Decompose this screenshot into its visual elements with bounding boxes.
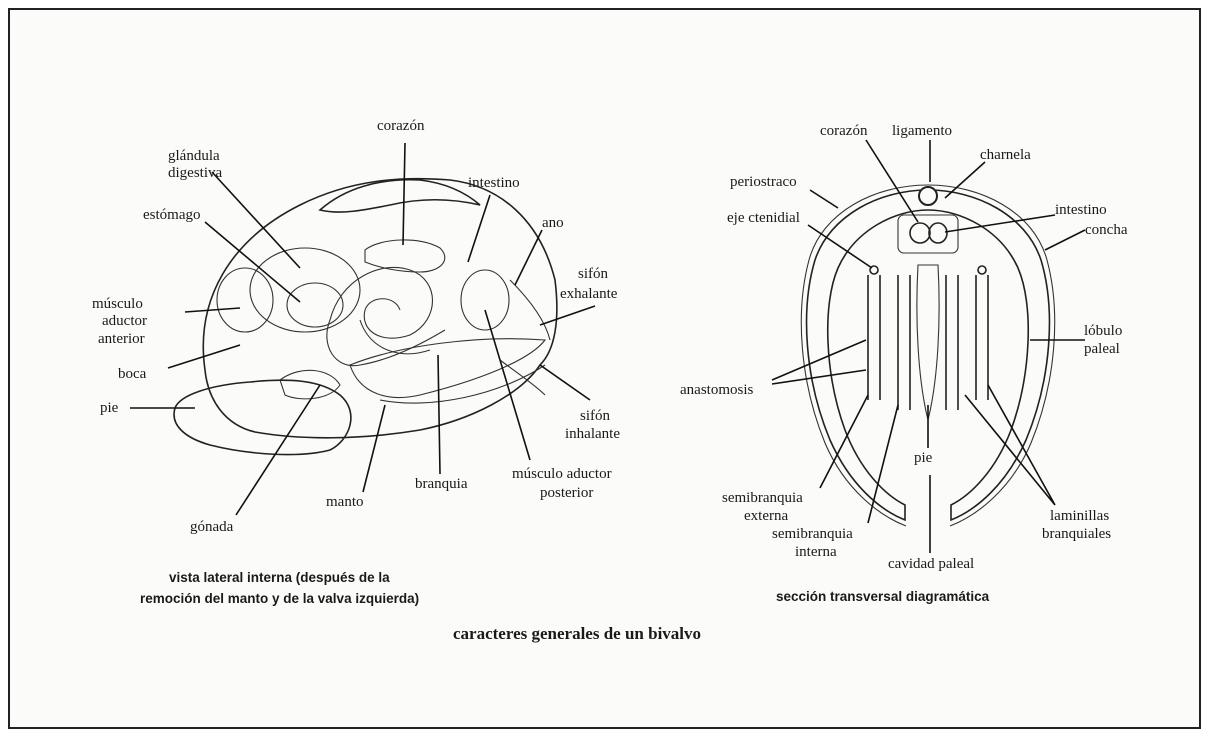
gill-lamella-4 xyxy=(976,275,988,400)
label-laminillas-2: branquiales xyxy=(1042,526,1111,542)
intestine-loop xyxy=(360,320,430,354)
leader-ano xyxy=(515,230,542,285)
cross-section: ligamento corazón charnela periostraco i… xyxy=(680,123,1128,604)
shell-outline xyxy=(203,179,557,438)
label-musculo-anterior-2: aductor xyxy=(102,313,147,329)
label-sifon-exhalante-2: exhalante xyxy=(560,286,618,302)
label-anastomosis: anastomosis xyxy=(680,382,753,398)
pericardium xyxy=(898,215,958,253)
label-pie-left: pie xyxy=(100,400,119,416)
label-semi-interna-1: semibranquia xyxy=(772,526,853,542)
label-ano: ano xyxy=(542,215,564,231)
label-concha: concha xyxy=(1085,222,1128,238)
right-caption: sección transversal diagramática xyxy=(776,589,990,604)
anterior-adductor xyxy=(217,268,273,332)
leader-intestino-right xyxy=(945,215,1055,232)
label-musculo-posterior-1: músculo aductor xyxy=(512,466,612,482)
label-pie-right: pie xyxy=(914,450,933,466)
label-musculo-anterior-3: anterior xyxy=(98,331,145,347)
label-lobulo-2: paleal xyxy=(1084,341,1120,357)
left-caption-line1: vista lateral interna (después de la xyxy=(169,570,390,585)
gonad xyxy=(280,370,340,399)
shell-hinge xyxy=(320,180,480,212)
label-musculo-anterior-1: músculo xyxy=(92,296,143,312)
label-musculo-posterior-2: posterior xyxy=(540,485,593,501)
stomach xyxy=(287,283,343,327)
leader-glandula xyxy=(212,172,300,268)
label-sifon-inhalante-1: sifón xyxy=(580,408,611,424)
leader-corazon-left xyxy=(403,143,405,245)
lateral-view: glándula digestiva corazón intestino est… xyxy=(92,118,620,606)
label-semi-externa-2: externa xyxy=(744,508,788,524)
label-eje-ctenidial: eje ctenidial xyxy=(727,210,800,226)
label-branquia: branquia xyxy=(415,476,468,492)
leader-sifon-exhalante xyxy=(540,306,595,325)
label-intestino-left: intestino xyxy=(468,175,520,191)
leader-manto xyxy=(363,405,385,492)
label-charnela: charnela xyxy=(980,147,1031,163)
leader-sifon-inhalante xyxy=(540,365,590,400)
left-caption-line2: remoción del manto y de la valva izquier… xyxy=(140,591,419,606)
leader-musculo-posterior xyxy=(485,310,530,460)
label-cavidad: cavidad paleal xyxy=(888,556,974,572)
label-lobulo-1: lóbulo xyxy=(1084,323,1122,339)
gill-lamella-1 xyxy=(868,275,880,400)
leader-branquia xyxy=(438,355,440,474)
leader-concha xyxy=(1045,230,1085,250)
gill-lamella-3 xyxy=(946,275,958,410)
leader-semi-externa xyxy=(820,395,868,488)
figure-title: caracteres generales de un bivalvo xyxy=(453,624,701,643)
label-boca: boca xyxy=(118,366,147,382)
label-gonada: gónada xyxy=(190,519,234,535)
heart-cross xyxy=(910,223,930,243)
label-sifon-exhalante-1: sifón xyxy=(578,266,609,282)
leader-musculo-anterior xyxy=(185,308,240,312)
label-intestino-right: intestino xyxy=(1055,202,1107,218)
label-periostraco: periostraco xyxy=(730,174,797,190)
label-corazon-right: corazón xyxy=(820,123,868,139)
label-estomago: estómago xyxy=(143,207,201,223)
digestive-gland xyxy=(250,248,360,332)
posterior-adductor xyxy=(461,270,509,330)
leader-charnela xyxy=(945,162,985,198)
leader-laminillas xyxy=(965,385,1055,505)
leader-periostraco xyxy=(810,190,838,208)
foot xyxy=(174,380,351,454)
foot-cross xyxy=(917,265,939,420)
label-semi-externa-1: semibranquia xyxy=(722,490,803,506)
leader-corazon-right xyxy=(866,140,918,222)
label-laminillas-1: laminillas xyxy=(1050,508,1109,524)
leader-eje-ctenidial xyxy=(808,225,872,268)
leader-semi-interna xyxy=(868,405,898,523)
leader-anastomosis xyxy=(772,340,866,384)
label-ligamento: ligamento xyxy=(892,123,952,139)
gill-lamella-2 xyxy=(898,275,910,410)
label-manto: manto xyxy=(326,494,364,510)
label-glandula-1: glándula xyxy=(168,148,220,164)
label-semi-interna-2: interna xyxy=(795,544,837,560)
label-sifon-inhalante-2: inhalante xyxy=(565,426,620,442)
ligament xyxy=(919,187,937,205)
ctenidial-axis-right xyxy=(978,266,986,274)
label-glandula-2: digestiva xyxy=(168,165,222,181)
gill xyxy=(350,339,545,398)
leader-gonada xyxy=(236,385,320,515)
intestine-cross xyxy=(929,223,947,243)
heart xyxy=(365,240,445,272)
leader-estomago xyxy=(205,222,300,302)
label-corazon-left: corazón xyxy=(377,118,425,134)
siphon-edge xyxy=(500,280,550,395)
periostracum xyxy=(801,185,1054,526)
